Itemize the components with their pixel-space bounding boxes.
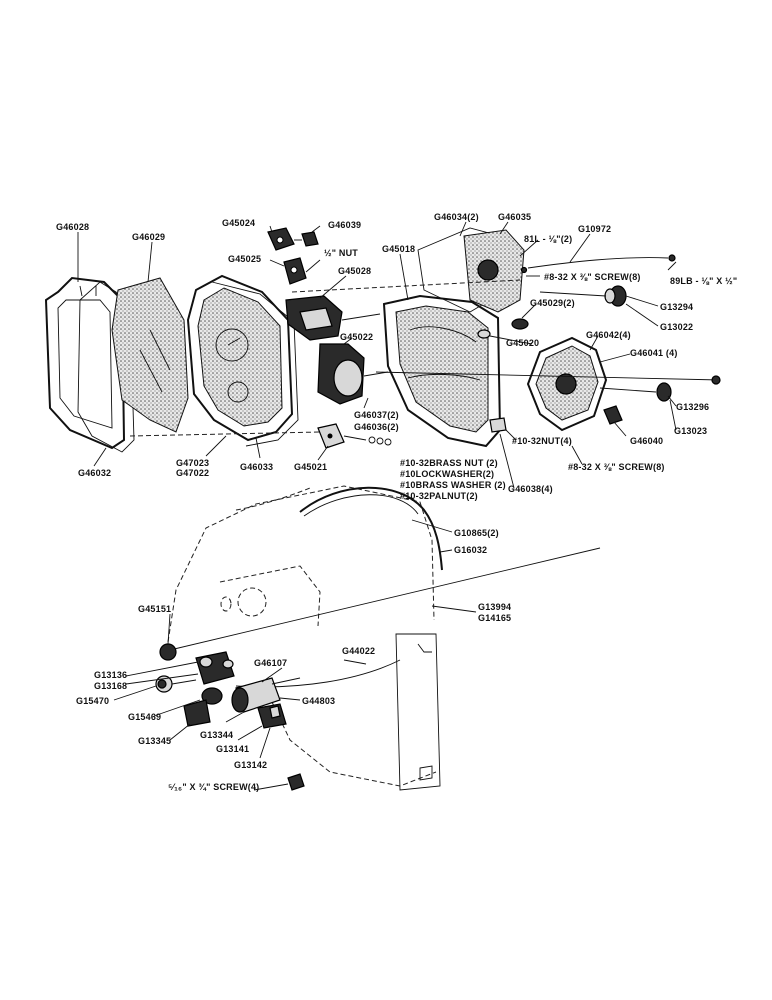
label-hardware-2: #10LOCKWASHER(2)	[400, 469, 494, 479]
label-g45018: G45018	[382, 244, 415, 254]
label-g46038: G46038(4)	[508, 484, 553, 494]
spacer-block	[489, 417, 507, 433]
label-g45021: G45021	[294, 462, 327, 472]
label-g13142: G13142	[234, 760, 267, 770]
label-g13136: G13136	[94, 670, 127, 680]
dial-face-panel	[186, 274, 294, 442]
label-screw-832-bottom: #8-32 X ⅜" SCREW(8)	[568, 462, 665, 472]
label-g16032: G16032	[454, 545, 487, 555]
label-g46033: G46033	[240, 462, 273, 472]
main-housing	[382, 294, 502, 448]
switch-cylinder	[231, 677, 301, 713]
label-g13994: G13994	[478, 602, 511, 612]
long-rod	[159, 547, 601, 661]
panel-seal	[211, 281, 299, 447]
label-g13141: G13141	[216, 744, 249, 754]
label-g45028: G45028	[338, 266, 371, 276]
label-nut-1032: #10-32NUT(4)	[512, 436, 572, 446]
label-g46037: G46037(2)	[354, 410, 399, 420]
label-g45020: G45020	[506, 338, 539, 348]
label-g13345: G13345	[138, 736, 171, 746]
label-screw-bottom: ⁵⁄₁₆" X ¾" SCREW(4)	[168, 782, 259, 792]
label-hardware-4: #10-32PALNUT(2)	[400, 491, 478, 501]
label-89lb: 89LB - ⅛" X ½"	[670, 276, 737, 286]
label-g45022: G45022	[340, 332, 373, 342]
gasket	[77, 281, 135, 453]
label-g46039: G46039	[328, 220, 361, 230]
cable-upper	[520, 254, 676, 274]
switch-cluster	[155, 651, 235, 727]
retainer-clip	[603, 405, 623, 425]
label-g10972: G10972	[578, 224, 611, 234]
label-g15470: G15470	[76, 696, 109, 706]
label-g10865: G10865(2)	[454, 528, 499, 538]
door-panel-outline	[167, 485, 437, 787]
label-g46040: G46040	[630, 436, 663, 446]
label-g46107: G46107	[254, 658, 287, 668]
door-pillar	[395, 633, 441, 791]
label-g46029: G46029	[132, 232, 165, 242]
label-hardware-1: #10-32BRASS NUT (2)	[400, 458, 498, 468]
label-half-nut: ½" NUT	[324, 248, 358, 258]
control-rod	[375, 371, 721, 402]
label-g47022: G47022	[176, 468, 209, 478]
label-g46042: G46042(4)	[586, 330, 631, 340]
screw-part	[287, 773, 305, 791]
label-g47023: G47023	[176, 458, 209, 468]
window-channel	[299, 486, 443, 571]
label-g13168: G13168	[94, 681, 127, 691]
label-g13294: G13294	[660, 302, 693, 312]
label-g13022: G13022	[660, 322, 693, 332]
alignment-line	[129, 431, 321, 437]
leader-lines	[77, 221, 677, 791]
label-g13296: G13296	[676, 402, 709, 412]
label-g46034: G46034(2)	[434, 212, 479, 222]
clamp-bracket-lower	[283, 257, 321, 285]
rear-mount-plate	[526, 336, 608, 432]
label-g46032: G46032	[78, 468, 111, 478]
label-g15469: G15469	[128, 712, 161, 722]
gauge-bracket	[285, 295, 381, 341]
label-g46028: G46028	[56, 222, 89, 232]
label-g13344: G13344	[200, 730, 233, 740]
label-g14165: G14165	[478, 613, 511, 623]
label-81l: 81L - ⅛"(2)	[524, 234, 572, 244]
bezel-frame	[44, 276, 126, 450]
knob-upper	[539, 285, 627, 307]
clamp-bracket-upper	[267, 227, 319, 251]
label-g44803: G44803	[302, 696, 335, 706]
part-labels: G46028 G46029 G46032 G47023 G47022 G4603…	[56, 212, 737, 792]
mounting-plate	[317, 423, 392, 449]
gauge-unit	[317, 343, 389, 405]
label-screw-832-top: #8-32 X ⅜" SCREW(8)	[544, 272, 641, 282]
label-g44022: G44022	[342, 646, 375, 656]
label-g45024: G45024	[222, 218, 255, 228]
small-fittings	[477, 318, 529, 339]
back-plate-upper	[417, 227, 525, 313]
label-g45151: G45151	[138, 604, 171, 614]
glass-lens	[111, 277, 189, 433]
label-g13023: G13023	[674, 426, 707, 436]
label-g45029: G45029(2)	[530, 298, 575, 308]
label-g46035: G46035	[498, 212, 531, 222]
cable-clamp	[257, 703, 287, 729]
label-g45025: G45025	[228, 254, 261, 264]
label-hardware-3: #10BRASS WASHER (2)	[400, 480, 506, 490]
label-g46036: G46036(2)	[354, 422, 399, 432]
label-g46041: G46041 (4)	[630, 348, 678, 358]
